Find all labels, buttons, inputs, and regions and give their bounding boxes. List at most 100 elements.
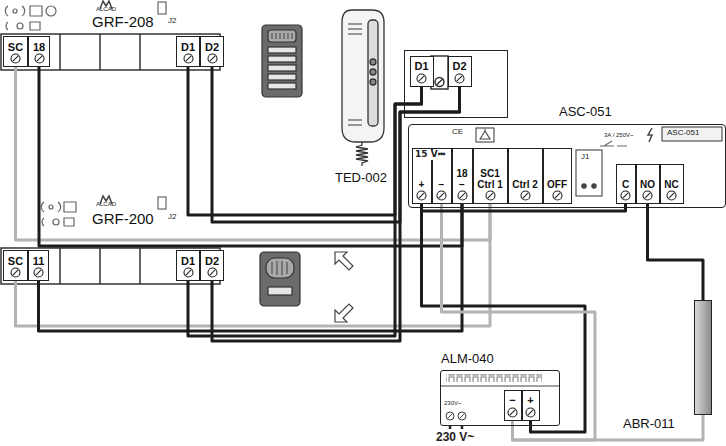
screw-slot <box>185 270 191 276</box>
direction-arrow <box>335 252 353 270</box>
terminal-label: D1 <box>181 255 195 267</box>
screw-slot <box>669 192 675 198</box>
module-details <box>480 129 490 139</box>
power-supply-details <box>441 386 559 387</box>
direction-arrow <box>335 304 353 322</box>
power-supply: ALM-040−+ <box>440 370 560 426</box>
terminal: 18 <box>28 36 50 67</box>
screw-slot <box>13 270 19 276</box>
terminal: SC <box>3 36 28 67</box>
screw-head <box>508 408 517 417</box>
power-supply-details <box>446 412 454 420</box>
screw-terminal <box>33 267 44 278</box>
terminal-strip <box>431 56 448 89</box>
device-name: ASC-051 <box>559 105 612 119</box>
door-panel-single <box>268 287 292 295</box>
screw-terminal <box>10 53 21 64</box>
power-supply-details <box>448 414 453 419</box>
handset <box>342 10 384 142</box>
device-name: TED-002 <box>335 171 387 185</box>
terminal-label: 18 <box>33 41 45 53</box>
terminal-label: D2 <box>452 60 466 72</box>
screw-slot <box>457 75 463 81</box>
screw-slot <box>36 270 42 276</box>
module-details <box>648 128 652 142</box>
screw-head <box>11 54 20 63</box>
module-details <box>600 141 627 146</box>
door-panel-keypad <box>262 25 302 97</box>
panel-icons <box>42 202 76 226</box>
screw-slot <box>510 409 516 415</box>
screw-head <box>34 268 43 277</box>
direction-arrow <box>335 252 353 322</box>
terminal-strip <box>435 78 444 87</box>
wire <box>188 87 422 337</box>
screw-terminal <box>507 407 518 418</box>
brand-mark: ALCAD <box>96 6 116 13</box>
device-name: ABR-011 <box>623 417 675 431</box>
screw-terminal <box>183 53 194 64</box>
terminal-label: D2 <box>205 41 219 53</box>
screw-slot <box>13 56 19 62</box>
door-panel-keypad <box>268 83 296 89</box>
electric-lock: ABR-011 <box>694 300 712 415</box>
screw-terminal <box>207 267 218 278</box>
wire <box>16 204 491 327</box>
terminal: D1 <box>176 36 200 67</box>
door-panel-keypad <box>262 25 302 97</box>
panel-icons <box>5 6 24 16</box>
door-panel-keypad <box>268 47 296 53</box>
screw-slot <box>522 192 528 198</box>
terminal-label: + <box>419 179 425 190</box>
terminal-label: + <box>527 394 533 406</box>
terminal-strip <box>1 248 220 284</box>
screw-slot <box>645 192 651 198</box>
terminal: − <box>504 390 522 421</box>
wire <box>422 204 586 433</box>
handset <box>370 79 376 85</box>
screw-terminal <box>416 190 427 201</box>
mains-label: 230 V~ <box>436 431 474 444</box>
device-name: GRF-208 <box>92 14 154 31</box>
brand-mark: ALCAD <box>96 201 116 208</box>
screw-head <box>553 191 562 200</box>
terminal: SC1Ctrl 1 <box>473 148 508 204</box>
door-panel-keypad <box>268 56 296 62</box>
panel-icons <box>158 197 166 209</box>
screw-slot <box>554 192 560 198</box>
power-supply-details <box>460 414 465 419</box>
screw-slot <box>36 56 42 62</box>
screw-head <box>184 268 193 277</box>
wire <box>442 204 596 441</box>
handset <box>356 142 368 166</box>
terminal-label: D2 <box>205 255 219 267</box>
screw-head <box>417 191 426 200</box>
terminal: D2 <box>448 56 472 87</box>
module-details <box>476 128 494 142</box>
terminal-label: SC1 <box>480 168 499 179</box>
wire <box>39 204 463 332</box>
module-details <box>662 127 722 141</box>
screw-slot <box>623 192 629 198</box>
screw-terminal <box>520 190 531 201</box>
device-name: ALM-040 <box>441 352 494 366</box>
door-panel-keypad <box>268 65 296 71</box>
terminal: D1 <box>176 250 200 281</box>
terminal: 18− <box>452 148 473 204</box>
relay-terminal: C <box>616 164 636 204</box>
power-supply-details <box>458 412 466 420</box>
handset <box>370 69 376 75</box>
door-panel-single <box>272 261 287 275</box>
screw-slot <box>209 56 215 62</box>
voltage-label: 15 V⎓ <box>415 150 445 160</box>
screw-head <box>643 191 652 200</box>
screw-terminal <box>620 190 631 201</box>
screw-terminal <box>454 73 465 84</box>
screw-head <box>208 268 217 277</box>
terminal-label: NO <box>640 179 655 190</box>
terminal-label: D1 <box>181 41 195 53</box>
terminal-strip <box>1 34 220 70</box>
door-panel-single <box>260 252 300 306</box>
power-supply-details <box>441 374 559 429</box>
model-sticker: ASC-051 <box>667 129 699 138</box>
